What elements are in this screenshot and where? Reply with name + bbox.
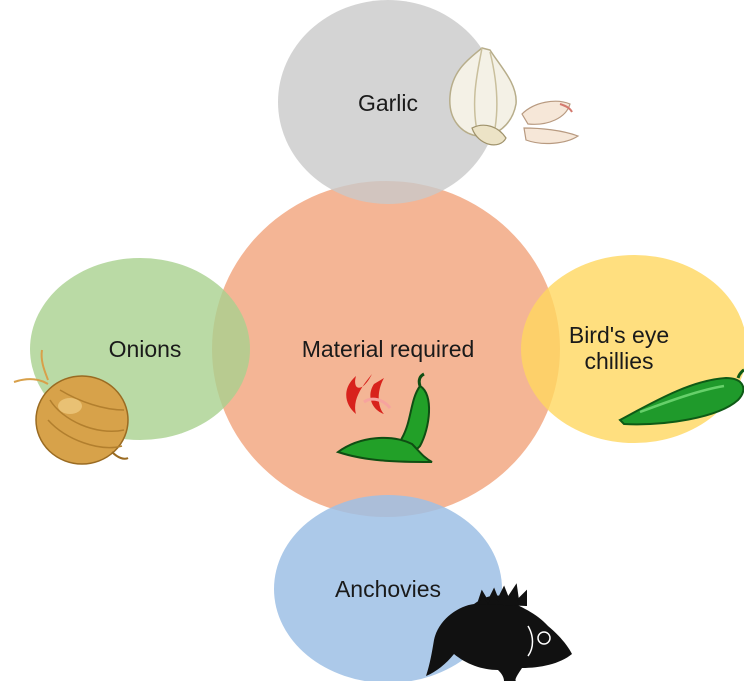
center-label: Material required (246, 336, 530, 362)
node-label-onions: Onions (80, 336, 210, 362)
node-label-chillies: Bird's eye chillies (548, 322, 690, 374)
garlic-icon (450, 48, 578, 145)
node-label-garlic: Garlic (328, 90, 448, 116)
node-label-anchovies: Anchovies (308, 576, 468, 602)
